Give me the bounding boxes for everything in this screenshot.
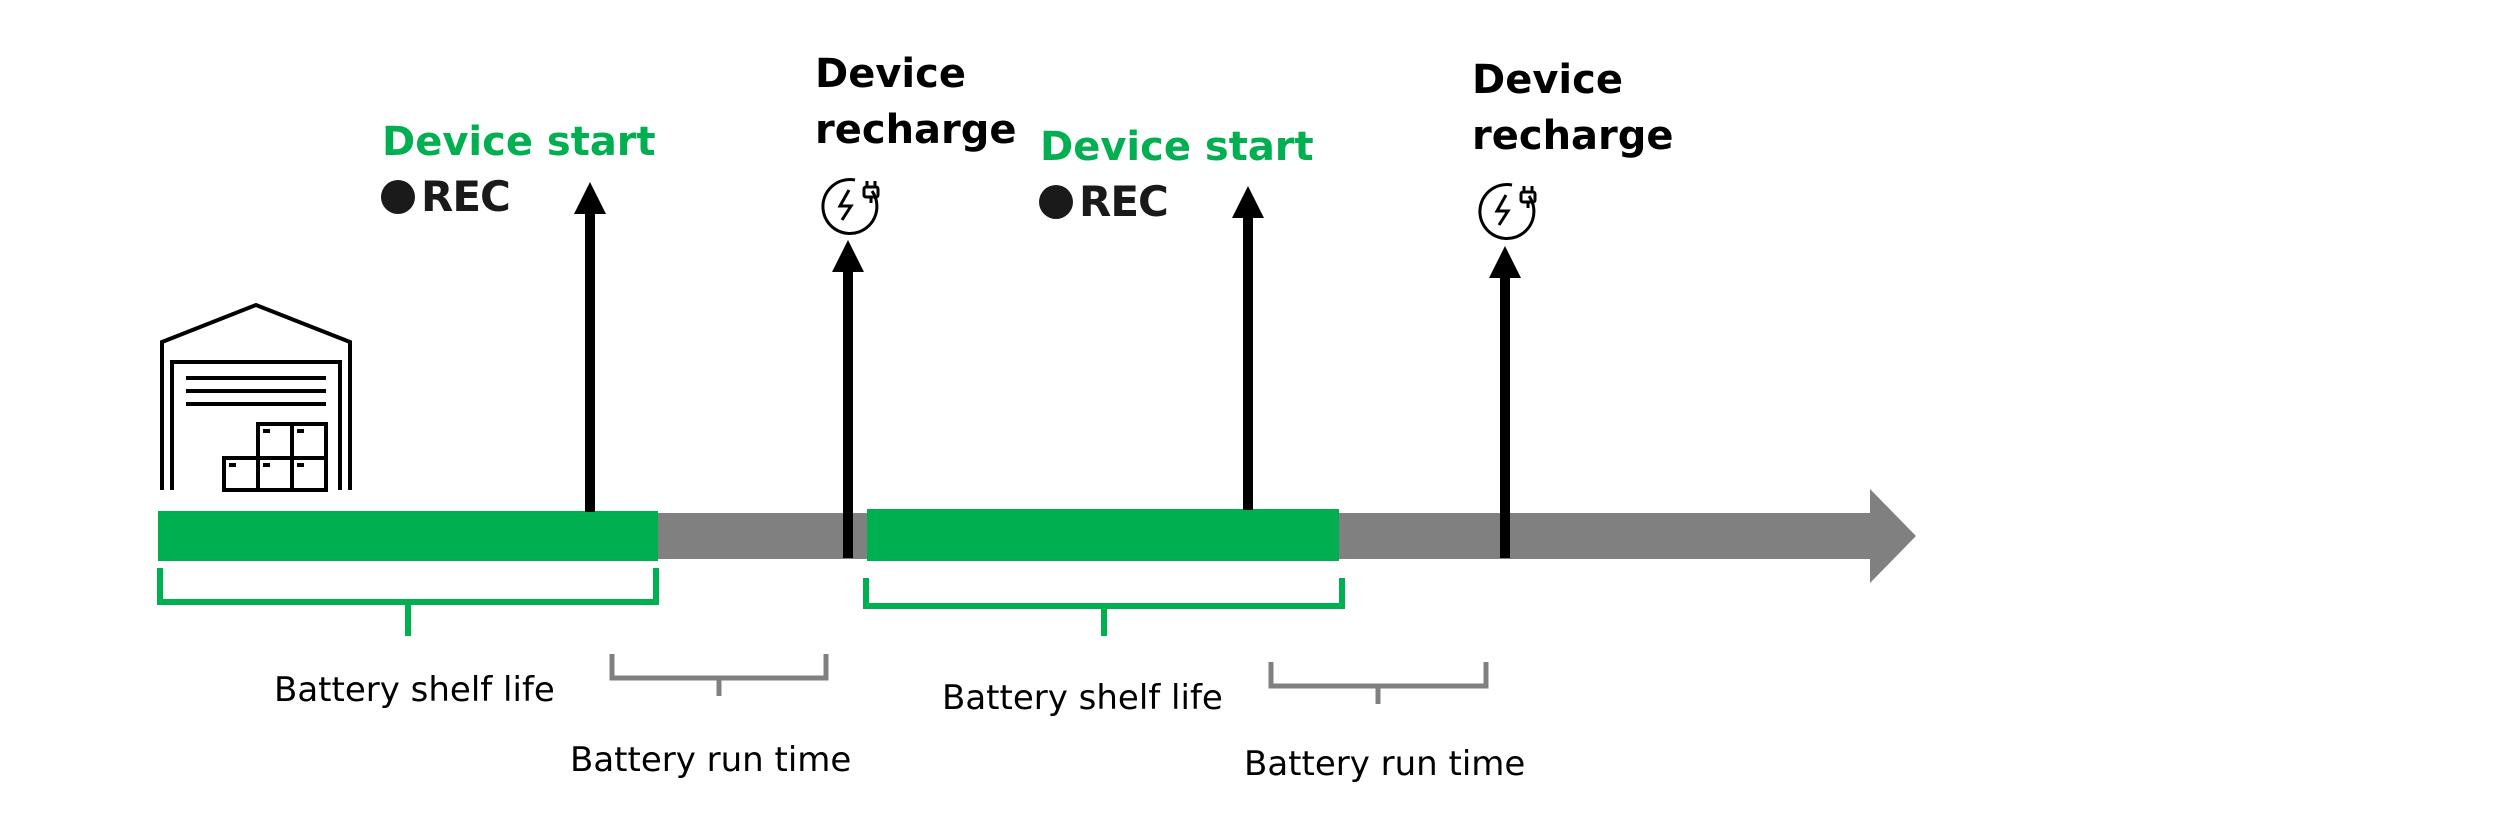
rec-indicator-2: REC	[1039, 177, 1169, 226]
run-time-label-2: Battery run time	[1244, 744, 1526, 784]
shelf-life-bracket-1	[157, 568, 659, 605]
device-recharge-title-1: Device recharge	[815, 46, 1017, 158]
device-start-arrowhead-2	[1232, 186, 1264, 218]
run-time-bracket-1	[609, 654, 829, 681]
rec-indicator-1: REC	[381, 172, 511, 221]
run-time-bracket-2	[1268, 662, 1489, 689]
shelf-life-bracket-2	[863, 578, 1345, 609]
warehouse-icon	[160, 302, 352, 492]
device-recharge-arrow-2	[1500, 276, 1510, 558]
record-dot-icon	[381, 179, 415, 214]
shelf-life-label-1: Battery shelf life	[274, 670, 555, 710]
battery-charge-plug-icon	[1478, 183, 1537, 241]
timeline-arrowhead	[1870, 489, 1916, 583]
rec-label-2: REC	[1079, 177, 1169, 226]
device-recharge-arrowhead-2	[1489, 246, 1521, 278]
shelf-life-segment-1	[158, 511, 658, 561]
device-start-arrow-1	[585, 212, 595, 512]
device-start-arrowhead-1	[574, 182, 606, 214]
warehouse-box-marks	[229, 429, 304, 467]
device-start-title-2: Device start	[1040, 124, 1314, 170]
device-recharge-title-2: Device recharge	[1472, 52, 1674, 164]
run-time-label-1: Battery run time	[570, 740, 852, 780]
device-recharge-arrowhead-1	[832, 240, 864, 272]
device-recharge-title-2-line2: recharge	[1472, 113, 1674, 159]
record-dot-icon	[1039, 184, 1073, 219]
device-recharge-title-2-line1: Device	[1472, 57, 1623, 103]
device-recharge-title-1-line1: Device	[815, 51, 966, 97]
shelf-life-segment-2	[867, 509, 1339, 561]
shelf-life-label-2: Battery shelf life	[942, 678, 1223, 718]
device-start-arrow-2	[1243, 216, 1253, 510]
rec-label-1: REC	[421, 172, 511, 221]
battery-charge-plug-icon	[821, 178, 880, 236]
device-recharge-title-1-line2: recharge	[815, 107, 1017, 153]
device-recharge-arrow-1	[843, 270, 853, 558]
device-start-title-1: Device start	[382, 119, 656, 165]
